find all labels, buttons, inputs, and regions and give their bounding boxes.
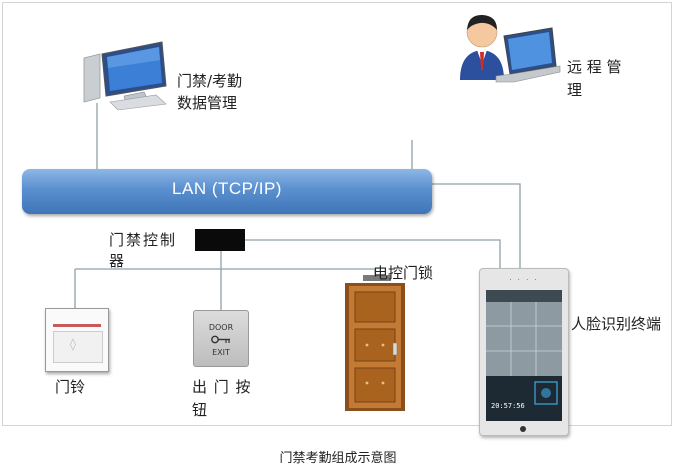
- exit-button-label-line1: 出 门 按: [192, 378, 252, 396]
- exit-button-label-line2: 钮: [192, 401, 208, 419]
- terminal-camera-dot: [520, 426, 526, 432]
- remote-management-label-line1: 远 程 管: [567, 58, 622, 76]
- diagram-caption: 门禁考勤组成示意图: [279, 451, 397, 466]
- lan-label: LAN (TCP/IP): [172, 179, 282, 198]
- exit-button-top-text: DOOR: [208, 323, 234, 332]
- lan-network-bar: LAN (TCP/IP): [22, 169, 432, 214]
- remote-management-label-line2: 理: [567, 81, 583, 99]
- diagram-frame: [2, 2, 672, 426]
- door-bell-label: 门铃: [55, 378, 86, 396]
- wooden-door-icon: [345, 283, 405, 411]
- electric-lock-label: 电控门锁: [373, 264, 434, 282]
- pc-management-label-line1: 门禁/考勤: [177, 72, 243, 90]
- door-bell-icon: ◊: [45, 308, 109, 372]
- terminal-screen: 20:57:56: [486, 290, 562, 421]
- wire-lan-to-terminal: [432, 183, 521, 268]
- key-icon: [211, 335, 230, 344]
- face-terminal-label: 人脸识别终端: [571, 315, 662, 333]
- access-controller-box: [195, 229, 245, 251]
- exit-button-bottom-text: EXIT: [212, 348, 230, 357]
- electric-lock-box: [363, 275, 391, 281]
- controller-label-line2: 器: [109, 252, 125, 270]
- wire-controller-to-terminal: [245, 239, 501, 268]
- pc-management-label-line2: 数据管理: [177, 94, 238, 112]
- user-laptop-icon: [460, 14, 561, 83]
- exit-button-device: DOOR EXIT: [193, 310, 249, 367]
- desktop-computer-icon: [83, 41, 167, 110]
- face-terminal-icon: · · · · 20:57:56: [479, 268, 569, 436]
- terminal-time: 20:57:56: [491, 402, 525, 410]
- controller-label-line1: 门禁控制: [109, 231, 178, 249]
